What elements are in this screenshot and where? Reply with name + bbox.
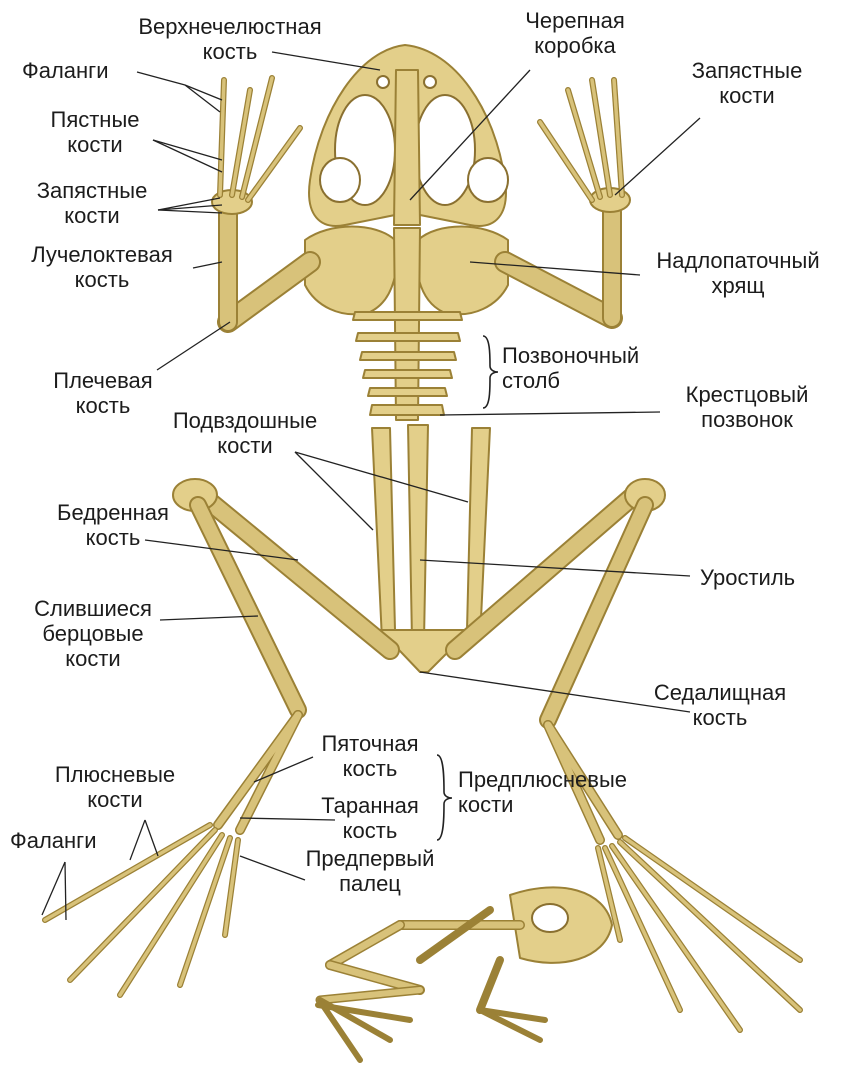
label-tibiofibula: Слившиеся берцовые кости: [18, 596, 168, 671]
label-carpals-left: Запястные кости: [22, 178, 162, 228]
label-ilium: Подвздошные кости: [155, 408, 335, 458]
label-sacral: Крестцовый позвонок: [662, 382, 832, 432]
skull: [309, 45, 508, 226]
label-tarsals: Предплюсневые кости: [458, 767, 627, 817]
label-phalanges-foot: Фаланги: [10, 828, 97, 853]
label-maxilla: Верхнечелюстная кость: [110, 14, 350, 64]
label-ischium: Седалищная кость: [625, 680, 815, 730]
label-metacarpals: Пястные кости: [30, 107, 160, 157]
label-phalanges-hand: Фаланги: [22, 58, 109, 83]
right-arm: [505, 80, 630, 318]
left-arm: [212, 78, 310, 322]
label-cranium: Черепная коробка: [510, 8, 640, 58]
label-metatarsals: Плюсневые кости: [30, 762, 200, 812]
suprascapula-left: [305, 227, 397, 315]
label-prehallux: Предпервый палец: [290, 846, 450, 896]
label-radioulna: Лучелоктевая кость: [12, 242, 192, 292]
label-humerus: Плечевая кость: [38, 368, 168, 418]
side-view-skeleton: [318, 887, 612, 1060]
suprascapula-right: [416, 227, 508, 315]
right-leg: [455, 479, 800, 1030]
label-suprascapula: Надлопаточный хрящ: [638, 248, 838, 298]
label-carpals-right: Запястные кости: [672, 58, 822, 108]
label-talus: Таранная кость: [305, 793, 435, 843]
label-femur: Бедренная кость: [28, 500, 198, 550]
label-spine: Позвоночный столб: [502, 343, 639, 393]
label-calcaneus: Пяточная кость: [305, 731, 435, 781]
label-urostyle: Уростиль: [700, 565, 795, 590]
